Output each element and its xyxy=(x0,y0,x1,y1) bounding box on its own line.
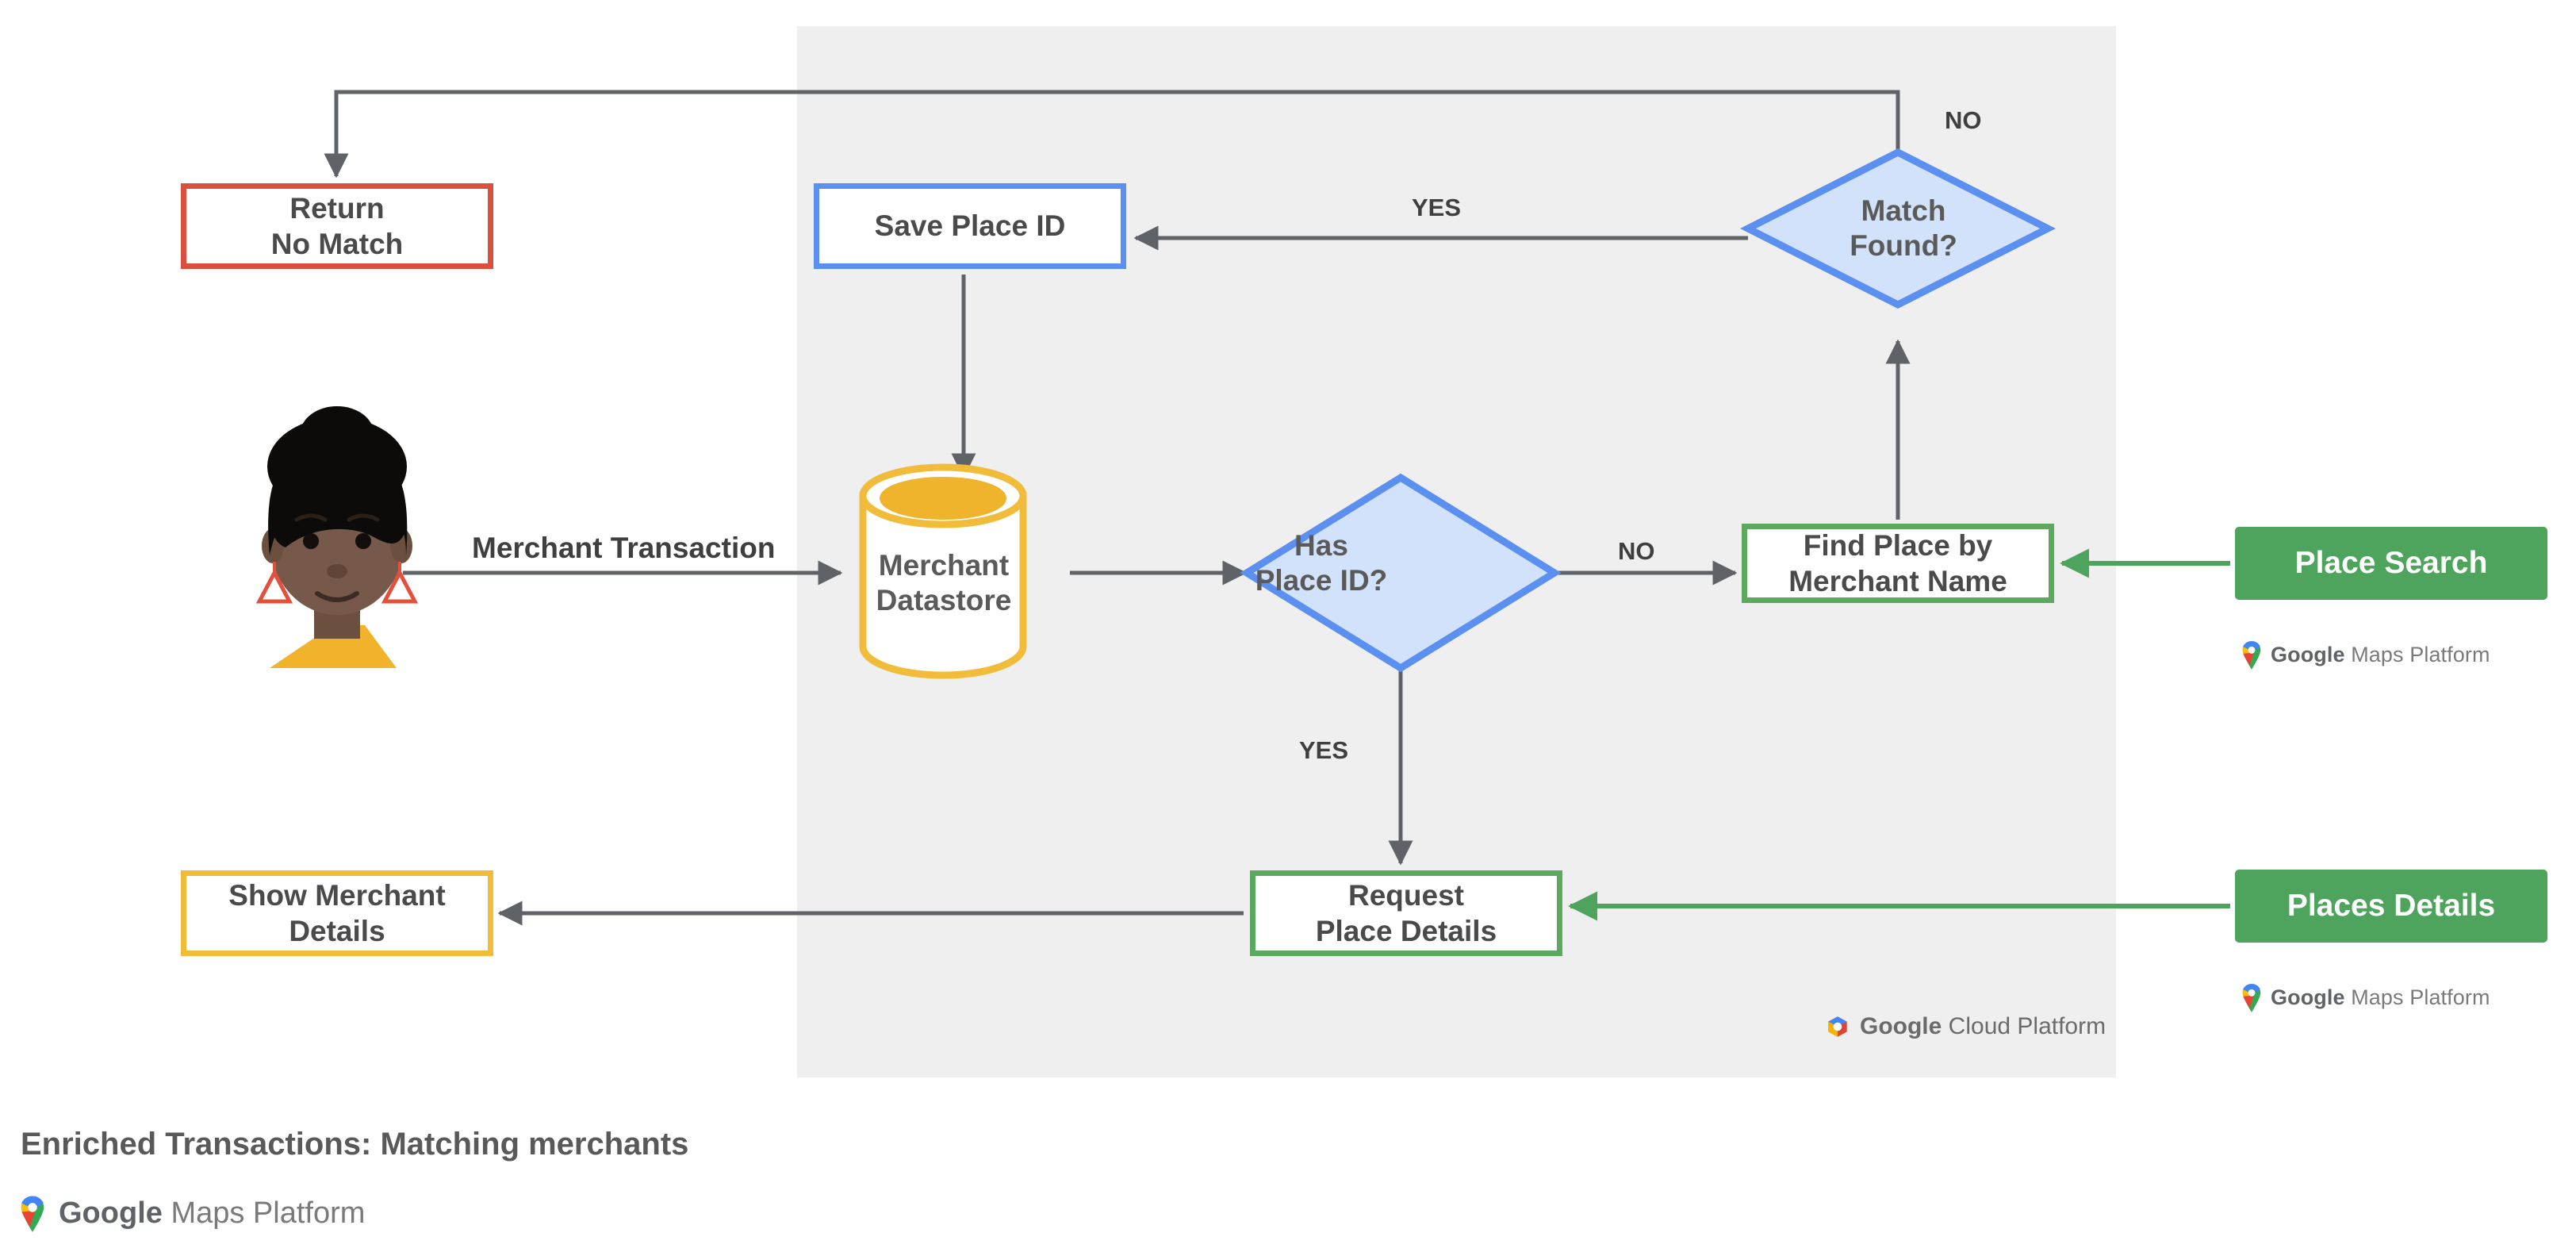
node-request-place-details[interactable]: Request Place Details xyxy=(1250,870,1562,956)
google-maps-pin-icon xyxy=(2242,984,2261,1012)
node-match-found[interactable]: Match Found? xyxy=(1850,194,1957,262)
edge-match-found-no xyxy=(324,90,1900,179)
place-search-logo-text: Google Maps Platform xyxy=(2271,642,2490,666)
caption-logo-text: Google Maps Platform xyxy=(59,1196,366,1230)
edge-label-yes-has-place-id: YES xyxy=(1299,736,1349,764)
diagram-caption-title: Enriched Transactions: Matching merchant… xyxy=(21,1127,689,1162)
node-save-place-id[interactable]: Save Place ID xyxy=(814,183,1126,269)
edge-label-no-match-found: NO xyxy=(1945,106,1982,134)
google-maps-pin-icon xyxy=(2242,641,2261,670)
google-cloud-platform-text: Google Cloud Platform xyxy=(1860,1013,2106,1039)
google-maps-pin-icon xyxy=(21,1196,44,1232)
edge-label-no-has-place-id: NO xyxy=(1618,537,1655,565)
customer-avatar xyxy=(255,406,419,668)
google-cloud-hexagon-icon xyxy=(1828,1016,1847,1037)
node-place-search[interactable]: Place Search xyxy=(2235,527,2547,600)
edge-label-merchant-transaction: Merchant Transaction xyxy=(472,532,776,564)
node-find-place-by-merchant-name[interactable]: Find Place by Merchant Name xyxy=(1742,524,2054,603)
diagram-caption-logo: Google Maps Platform xyxy=(17,1194,365,1232)
node-places-details[interactable]: Places Details xyxy=(2235,870,2547,943)
place-search-logo-caption: Google Maps Platform xyxy=(2240,639,2490,670)
places-details-logo-caption: Google Maps Platform xyxy=(2240,982,2490,1012)
node-merchant-datastore[interactable]: Merchant Datastore xyxy=(876,548,1012,616)
node-has-place-id[interactable]: Has Place ID? xyxy=(1255,528,1388,597)
edge-label-yes-match-found: YES xyxy=(1412,194,1462,221)
places-details-logo-text: Google Maps Platform xyxy=(2271,985,2490,1009)
google-cloud-platform-caption: Google Cloud Platform xyxy=(1824,1013,2106,1040)
node-show-merchant-details[interactable]: Show Merchant Details xyxy=(181,870,493,956)
node-return-no-match[interactable]: Return No Match xyxy=(181,183,493,269)
